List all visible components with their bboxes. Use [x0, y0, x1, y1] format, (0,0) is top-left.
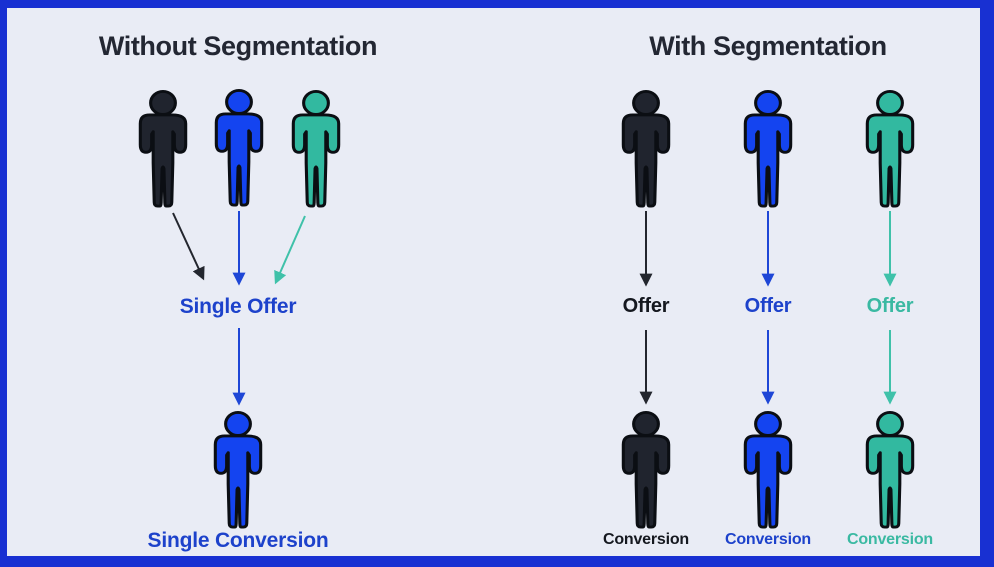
segment-blue-conversion-person-icon	[743, 411, 793, 529]
segment-dark-arrow-to-conversion-icon	[639, 330, 653, 405]
arrow-dark-diagonal-icon	[172, 212, 205, 281]
segment-teal-person-icon	[865, 90, 915, 208]
segment-teal-arrow-to-offer-icon	[883, 211, 897, 287]
segment-teal-conversion-person-icon	[865, 411, 915, 529]
segment-blue-offer-label: Offer	[744, 295, 792, 317]
arrow-offer-to-conversion-icon	[232, 328, 246, 406]
segment-dark-arrow-to-offer-icon	[639, 211, 653, 287]
segment-teal-offer-label: Offer	[866, 295, 914, 317]
person-dark-icon	[138, 90, 188, 208]
person-blue-icon	[214, 89, 264, 207]
segment-dark-conversion-person-icon	[621, 411, 671, 529]
with-segmentation-title: With Segmentation	[649, 31, 887, 61]
segment-teal-conversion-label: Conversion	[846, 531, 934, 548]
without-segmentation-title: Without Segmentation	[98, 31, 378, 61]
converging-arrows-icon	[172, 211, 306, 286]
single-offer-label: Single Offer	[179, 295, 297, 318]
person-teal-icon	[291, 90, 341, 208]
segment-blue-arrow-to-offer-icon	[761, 211, 775, 287]
person-blue-conversion-icon	[213, 411, 263, 529]
segment-blue-conversion-label: Conversion	[724, 531, 812, 548]
segment-dark-offer-label: Offer	[622, 295, 670, 317]
segment-blue-arrow-to-conversion-icon	[761, 330, 775, 405]
segment-dark-person-icon	[621, 90, 671, 208]
single-conversion-label: Single Conversion	[147, 529, 329, 552]
arrow-teal-diagonal-icon	[274, 215, 306, 285]
segment-dark-conversion-label: Conversion	[602, 531, 690, 548]
segment-blue-person-icon	[743, 90, 793, 208]
segment-teal-arrow-to-conversion-icon	[883, 330, 897, 405]
